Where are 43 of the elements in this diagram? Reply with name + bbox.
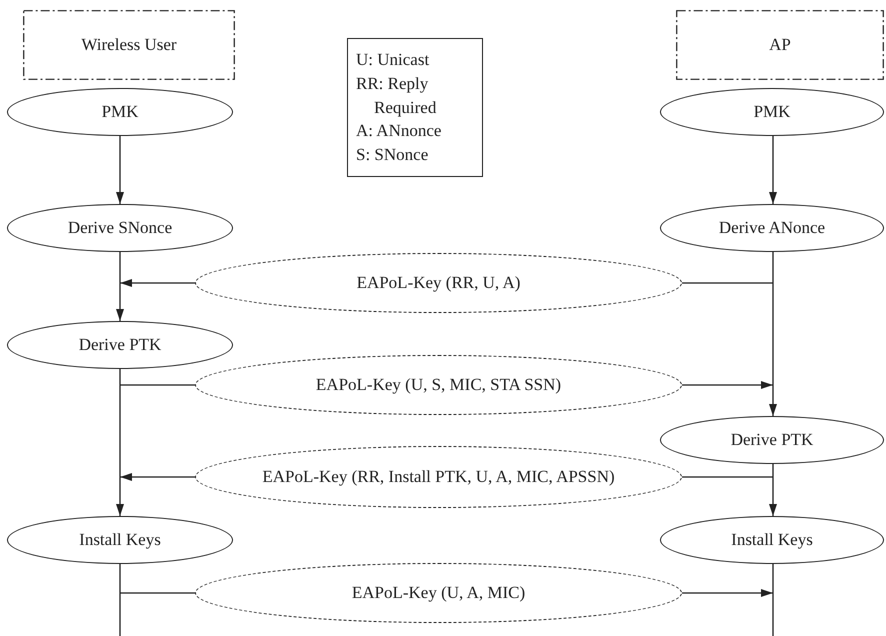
arrow <box>116 369 124 516</box>
arrow <box>120 279 195 287</box>
process-ellipse <box>7 204 233 252</box>
node-label: Install Keys <box>79 530 161 550</box>
node-label: PMK <box>754 102 790 122</box>
arrow <box>769 252 777 416</box>
key-entry: RR: Reply Required <box>356 72 438 119</box>
process-ellipse <box>660 88 884 136</box>
node-label: Wireless User <box>81 34 177 56</box>
node-label: Install Keys <box>731 530 813 550</box>
arrow <box>769 464 777 516</box>
process-ellipse <box>660 416 884 464</box>
key-entry: S: SNonce <box>356 144 428 166</box>
message-ellipse <box>195 446 682 508</box>
process-ellipse <box>660 516 884 564</box>
arrow <box>116 252 124 321</box>
node-label: AP <box>769 34 791 56</box>
abbreviation-key <box>347 38 483 177</box>
message-ellipse <box>195 355 682 415</box>
node-label: Derive PTK <box>730 430 814 450</box>
key-entry: A: ANnonce <box>356 120 442 142</box>
node-label: PMK <box>102 102 138 122</box>
entity-box <box>676 10 884 80</box>
node-label: EAPoL-Key (U, A, MIC) <box>352 582 526 604</box>
node-label: EAPoL-Key (RR, U, A) <box>356 272 520 294</box>
entity-box <box>23 10 235 80</box>
process-ellipse <box>660 204 884 252</box>
node-label: EAPoL-Key (RR, Install PTK, U, A, MIC, APSSN) <box>262 466 615 488</box>
key-entry: U: Unicast <box>356 49 430 71</box>
arrow <box>769 136 777 204</box>
node-label: Derive ANonce <box>718 218 826 238</box>
process-ellipse <box>7 88 233 136</box>
node-label: EAPoL-Key (U, S, MIC, STA SSN) <box>316 374 562 396</box>
arrow <box>682 589 773 597</box>
process-ellipse <box>7 516 233 564</box>
process-ellipse <box>7 321 233 369</box>
arrow <box>682 381 773 389</box>
arrow <box>116 136 124 204</box>
message-ellipse <box>195 253 682 313</box>
arrow <box>120 473 195 481</box>
message-ellipse <box>195 563 682 623</box>
node-label: Derive PTK <box>78 334 162 356</box>
node-label: Derive SNonce <box>68 218 172 238</box>
